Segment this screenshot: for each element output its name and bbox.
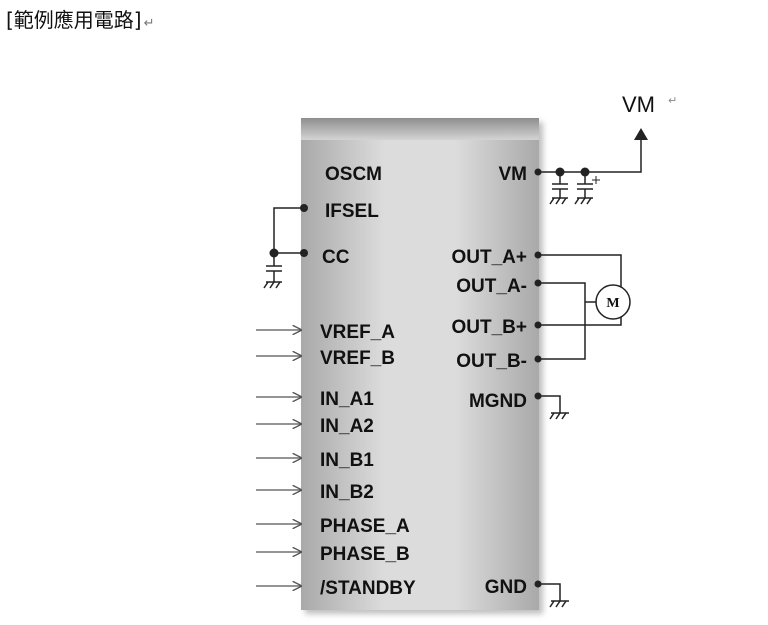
pin-vref-a: VREF_A <box>320 322 395 343</box>
pin-out-b-minus: OUT_B- <box>456 351 527 372</box>
pin-ifsel: IFSEL <box>325 201 379 222</box>
pin-out-a-plus: OUT_A+ <box>452 247 528 268</box>
pin-oscm: OSCM <box>325 164 382 185</box>
input-arrows <box>256 330 302 586</box>
ic-chip-body <box>301 118 539 610</box>
pin-vref-b: VREF_B <box>320 348 395 369</box>
vm-supply-label: VM <box>622 92 655 117</box>
pin-phase-a: PHASE_A <box>320 516 410 537</box>
ifsel-cc-network <box>263 204 308 289</box>
motor-network <box>534 251 631 363</box>
pin-vm: VM <box>499 164 528 185</box>
pin-in-a1: IN_A1 <box>320 389 374 410</box>
motor-symbol <box>595 284 631 320</box>
heading-text: [範例應用電路] <box>6 8 142 32</box>
pin-mgnd: MGND <box>469 391 527 412</box>
pin-in-a2: IN_A2 <box>320 416 374 437</box>
mgnd-ground <box>534 392 569 420</box>
pin-gnd: GND <box>485 577 527 598</box>
vm-return-mark: ↵ <box>668 94 677 107</box>
pin-phase-b: PHASE_B <box>320 544 410 565</box>
pin-in-b1: IN_B1 <box>320 450 374 471</box>
gnd-ground <box>534 580 569 608</box>
pin-cc: CC <box>322 247 350 268</box>
pin-out-b-plus: OUT_B+ <box>452 317 528 338</box>
pin-standby: /STANDBY <box>320 578 416 599</box>
pin-in-b2: IN_B2 <box>320 482 374 503</box>
vm-supply-network <box>534 128 648 205</box>
motor-label: M <box>606 296 619 311</box>
return-mark: ↵ <box>143 16 155 31</box>
pin-out-a-minus: OUT_A- <box>456 276 527 297</box>
page-heading: [範例應用電路]↵ <box>6 4 155 33</box>
